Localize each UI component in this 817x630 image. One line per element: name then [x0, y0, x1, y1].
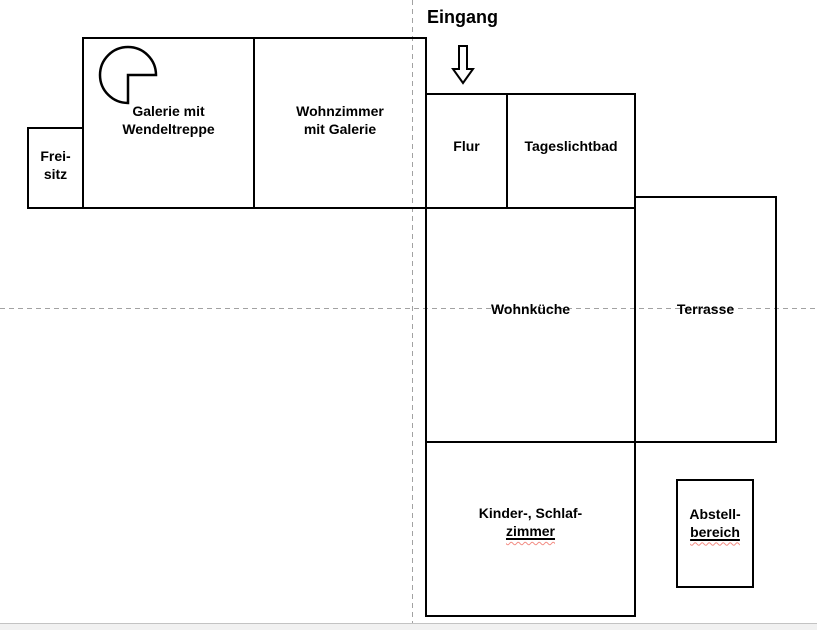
- entrance-label[interactable]: Eingang: [427, 7, 498, 27]
- room-abstellbereich[interactable]: Abstell- bereich: [676, 479, 754, 588]
- room-wohnzimmer-label-line1: Wohnzimmer: [296, 103, 384, 119]
- vertical-guide-line: [412, 0, 413, 623]
- room-kinder-schlafzimmer[interactable]: Kinder-, Schlaf- zimmer: [425, 441, 636, 617]
- room-flur[interactable]: Flur: [425, 93, 508, 209]
- horizontal-scrollbar-track[interactable]: [0, 623, 817, 630]
- room-freisitz[interactable]: Frei- sitz: [27, 127, 84, 209]
- room-abstell-label-line1: Abstell-: [689, 505, 741, 522]
- down-arrow-icon[interactable]: [451, 45, 475, 85]
- room-galerie-label-line1: Galerie mit: [132, 103, 205, 119]
- room-flur-label: Flur: [453, 138, 480, 154]
- room-wohnkueche-label: Wohnküche: [490, 301, 571, 317]
- room-kinder-label-line2: zimmer: [506, 522, 555, 540]
- room-wohnzimmer[interactable]: Wohnzimmer mit Galerie: [253, 37, 427, 209]
- room-abstell-label-line2: bereich: [690, 523, 740, 541]
- room-galerie-label-line2: Wendeltreppe: [122, 121, 215, 137]
- room-wohnkueche[interactable]: Wohnküche: [425, 207, 636, 443]
- room-terrasse[interactable]: Terrasse: [634, 196, 777, 443]
- room-tageslichtbad-label: Tageslichtbad: [524, 138, 618, 154]
- room-freisitz-label-line1: Frei-: [40, 148, 71, 164]
- spiral-staircase-icon[interactable]: [97, 45, 161, 109]
- horizontal-guide-line: [0, 308, 817, 309]
- room-wohnzimmer-label-line2: mit Galerie: [303, 121, 377, 137]
- room-tageslichtbad[interactable]: Tageslichtbad: [506, 93, 636, 209]
- room-kinder-label-line1: Kinder-, Schlaf-: [478, 505, 583, 521]
- spellcheck-underline: zimmer: [505, 523, 556, 539]
- room-freisitz-label-line2: sitz: [43, 166, 68, 182]
- room-terrasse-label: Terrasse: [676, 300, 735, 317]
- spellcheck-underline: bereich: [690, 523, 740, 540]
